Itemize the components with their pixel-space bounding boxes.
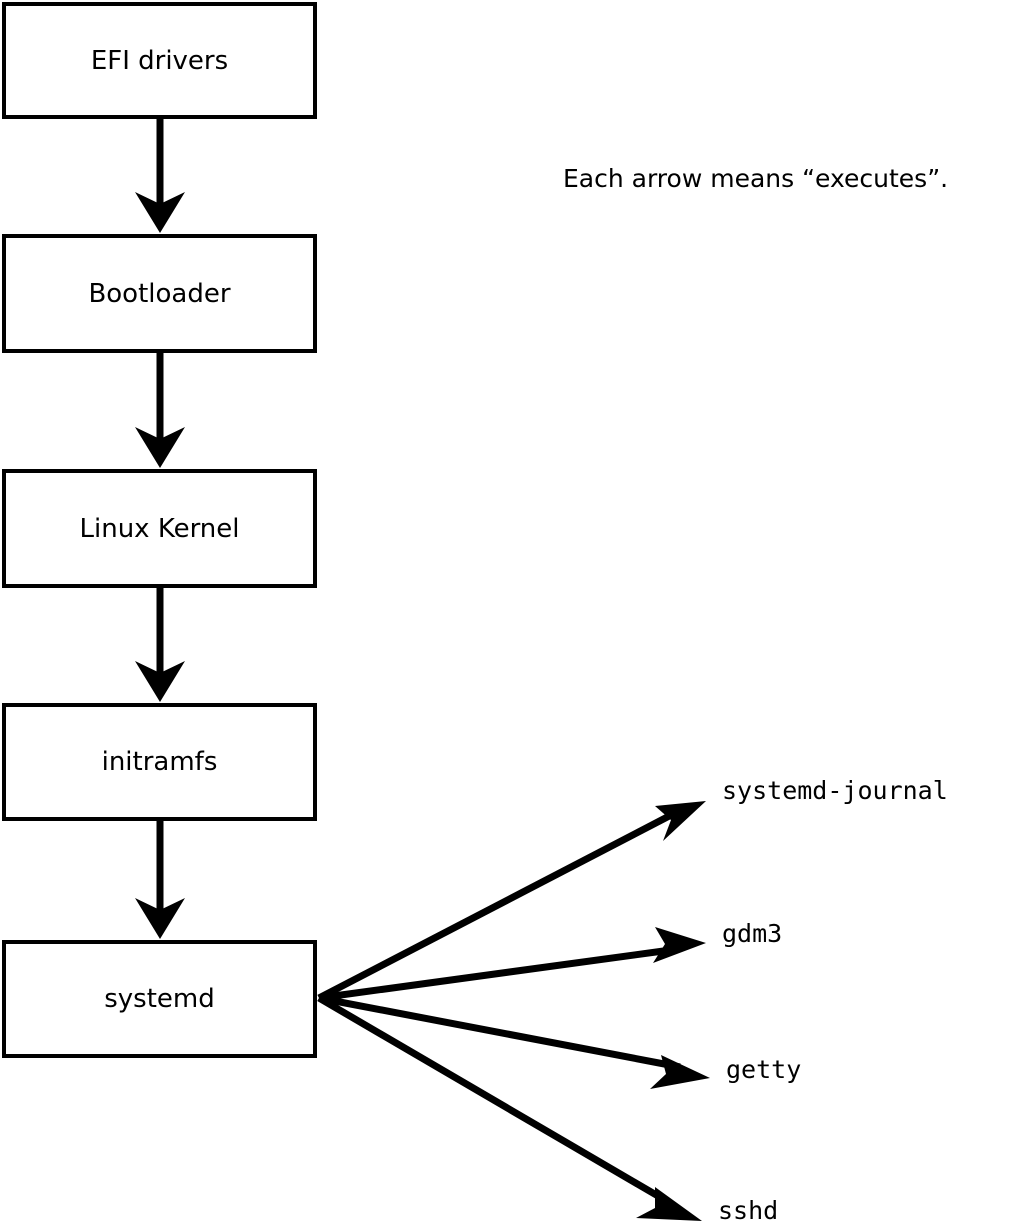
- chain-arrow-kernel-to-initramfs: [135, 588, 185, 702]
- node-linux-kernel[interactable]: Linux Kernel: [2, 469, 317, 588]
- chain-arrow-bootloader-to-kernel: [135, 353, 185, 468]
- chain-arrow-efi-to-bootloader: [135, 119, 185, 233]
- fanout-arrow-systemd-journal: [317, 801, 706, 1002]
- service-label-getty[interactable]: getty: [726, 1055, 802, 1084]
- node-systemd-label: systemd: [104, 984, 215, 1014]
- fanout-arrow-sshd: [317, 994, 702, 1221]
- service-label-systemd-journal[interactable]: systemd-journal: [722, 776, 948, 805]
- node-systemd[interactable]: systemd: [2, 940, 317, 1058]
- service-label-gdm3[interactable]: gdm3: [722, 919, 783, 948]
- chain-arrow-initramfs-to-systemd: [135, 821, 185, 939]
- node-efi-drivers[interactable]: EFI drivers: [2, 2, 317, 119]
- fanout-arrow-gdm3: [318, 927, 706, 1002]
- node-linux-kernel-label: Linux Kernel: [79, 513, 240, 544]
- node-efi-drivers-label: EFI drivers: [90, 45, 229, 76]
- fanout-arrow-getty: [318, 994, 710, 1089]
- service-label-sshd[interactable]: sshd: [718, 1196, 779, 1225]
- node-initramfs[interactable]: initramfs: [2, 703, 317, 821]
- node-initramfs-label: initramfs: [101, 747, 218, 777]
- node-bootloader-label: Bootloader: [88, 278, 231, 309]
- legend-note: Each arrow means “executes”.: [563, 164, 949, 193]
- node-bootloader[interactable]: Bootloader: [2, 234, 317, 353]
